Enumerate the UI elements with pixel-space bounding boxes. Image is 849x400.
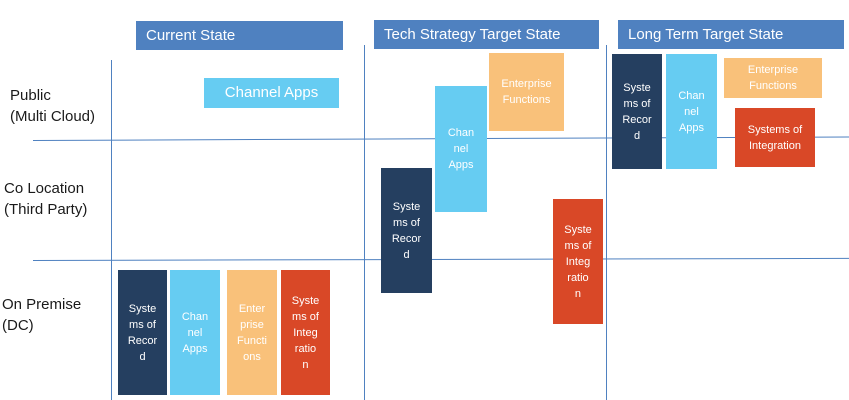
onprem-systems-of-integration-box: Syste ms of Integ ratio n xyxy=(281,270,330,395)
tech-enterprise-functions-box: Enterprise Functions xyxy=(489,53,564,131)
tech-systems-of-integration-box: Syste ms of Integ ratio n xyxy=(553,199,603,324)
long-channel-apps-box: Chan nel Apps xyxy=(666,54,717,169)
tech-channel-apps-box: Chan nel Apps xyxy=(435,86,487,212)
row-label-public: Public (Multi Cloud) xyxy=(10,87,96,125)
divider-colo-onprem xyxy=(32,257,849,261)
header-current-state: Current State xyxy=(136,21,343,50)
current-channel-apps-box: Channel Apps xyxy=(204,78,339,108)
header-tech-strategy-target-state: Tech Strategy Target State xyxy=(374,20,599,49)
tech-systems-of-record-box: Syste ms of Recor d xyxy=(381,168,432,293)
header-long-term-target-state: Long Term Target State xyxy=(618,20,844,49)
onprem-systems-of-record-box: Syste ms of Recor d xyxy=(118,270,167,395)
onprem-enterprise-functions-box: Enter prise Functi ons xyxy=(227,270,277,395)
row-label-on-premise: On Premise (DC) xyxy=(2,296,82,334)
long-systems-of-integration-box: Systems of Integration xyxy=(735,108,815,167)
divider-current-left xyxy=(111,60,112,400)
divider-current-tech xyxy=(364,45,365,400)
long-systems-of-record-box: Syste ms of Recor d xyxy=(612,54,662,169)
long-enterprise-functions-box: Enterprise Functions xyxy=(724,58,822,98)
onprem-channel-apps-box: Chan nel Apps xyxy=(170,270,220,395)
row-label-co-location: Co Location (Third Party) xyxy=(4,180,88,218)
divider-tech-long xyxy=(606,45,607,400)
